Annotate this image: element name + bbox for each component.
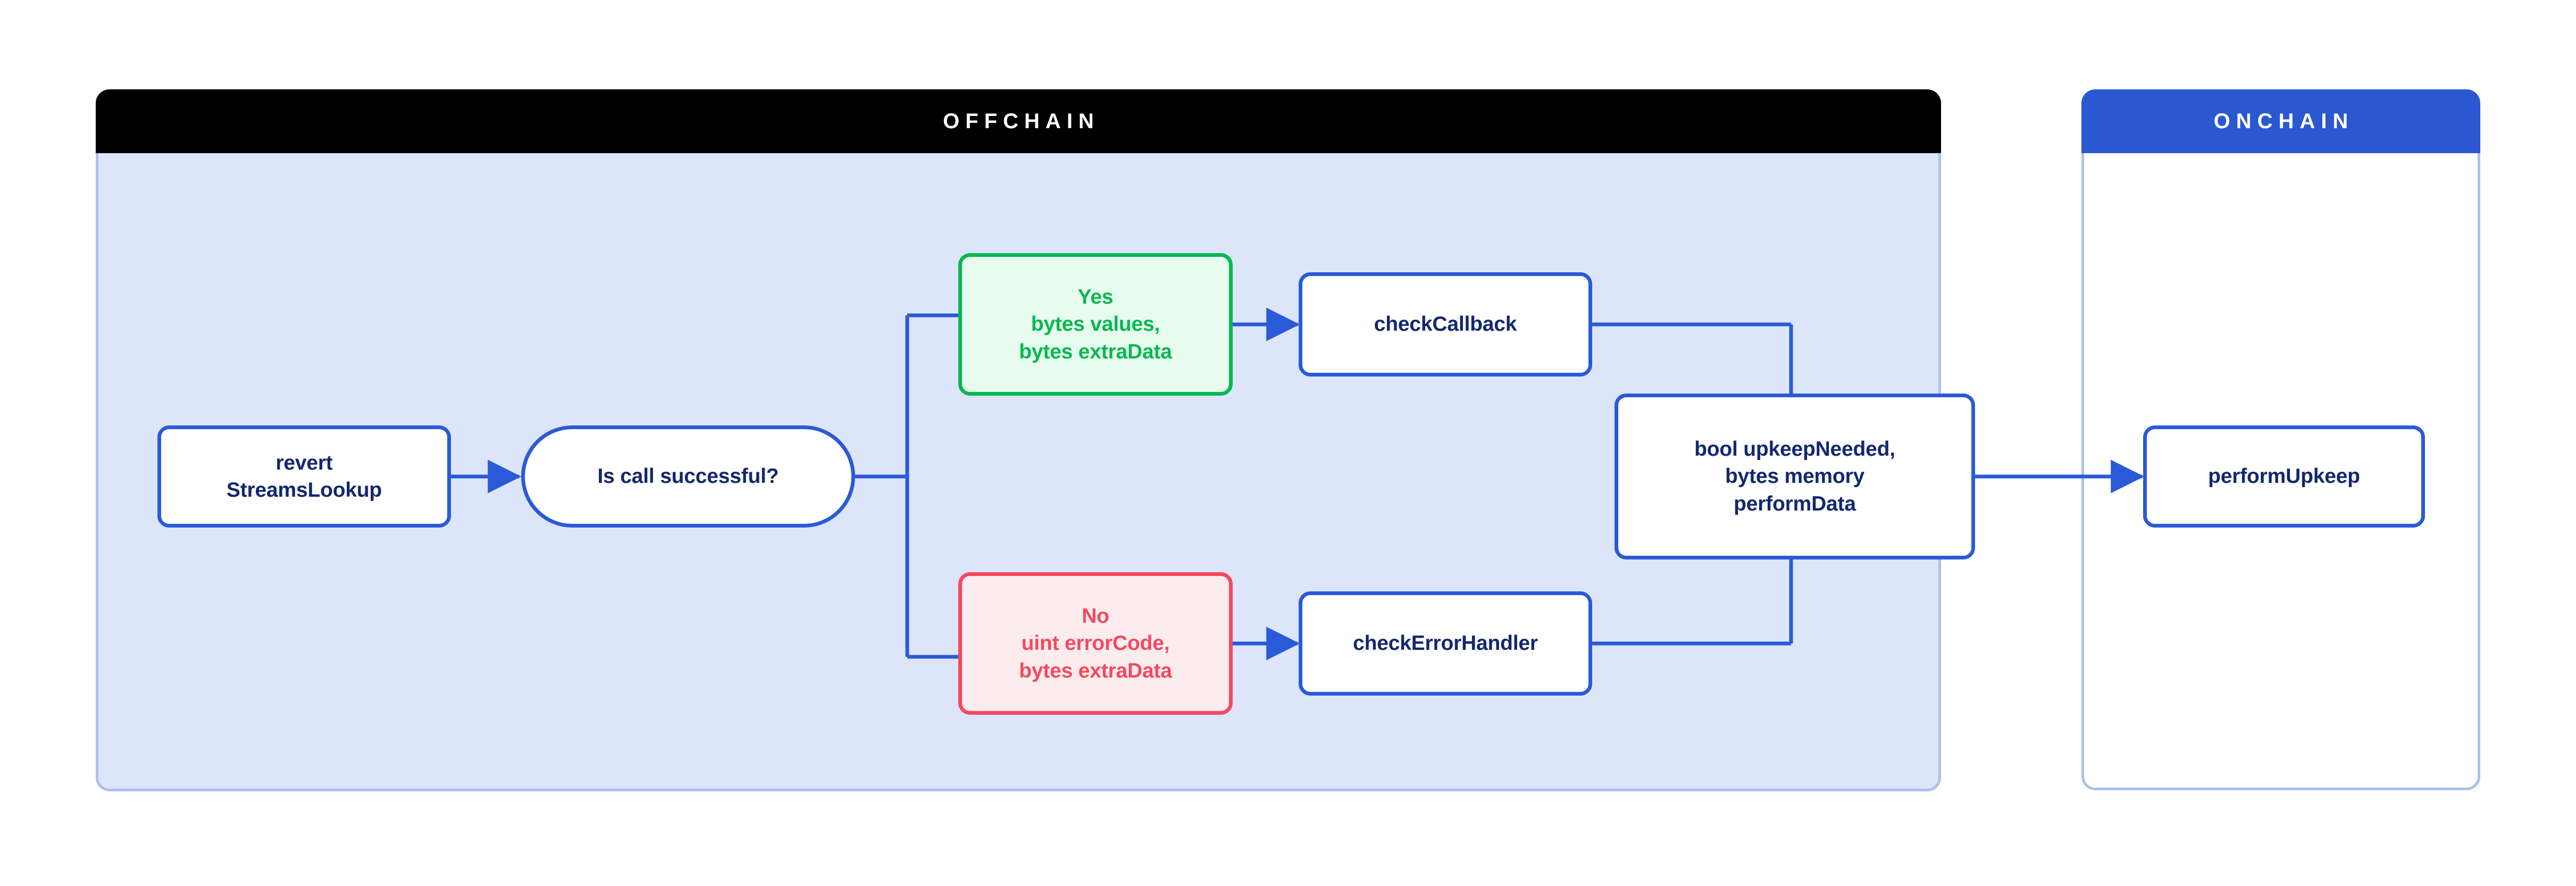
node-revert-line2: StreamsLookup — [226, 479, 382, 501]
node-revert-text: revert StreamsLookup — [227, 449, 382, 504]
node-no-line2: uint errorCode, — [1021, 632, 1170, 655]
node-bool-line2: bytes memory — [1725, 465, 1865, 488]
node-checkerrorhandler[interactable]: checkErrorHandler — [1299, 591, 1592, 696]
node-bool-line1: bool upkeepNeeded, — [1694, 437, 1895, 461]
onchain-panel-header: ONCHAIN — [2081, 89, 2480, 153]
node-no-text: No uint errorCode, bytes extraData — [1019, 603, 1172, 684]
node-checkcallback[interactable]: checkCallback — [1299, 272, 1592, 377]
node-yes-text: Yes bytes values, bytes extraData — [1019, 283, 1172, 365]
node-bool-upkeepneeded[interactable]: bool upkeepNeeded, bytes memory performD… — [1615, 394, 1975, 559]
node-revert-line1: revert — [275, 451, 333, 474]
node-checkcallback-label: checkCallback — [1374, 313, 1517, 336]
node-is-call-successful[interactable]: Is call successful? — [521, 425, 855, 528]
onchain-panel-title: ONCHAIN — [2213, 109, 2354, 133]
node-bool-line3: performData — [1734, 492, 1856, 515]
node-yes-line1: Yes — [1077, 285, 1114, 308]
node-yes-line2: bytes values, — [1031, 313, 1160, 336]
offchain-panel-header: OFFCHAIN — [96, 89, 1941, 153]
node-no-line1: No — [1082, 604, 1109, 628]
offchain-panel-title: OFFCHAIN — [943, 109, 1100, 133]
node-performupkeep-label: performUpkeep — [2208, 465, 2360, 488]
node-revert-streamslookup[interactable]: revert StreamsLookup — [157, 425, 451, 528]
node-yes-line3: bytes extraData — [1019, 340, 1172, 363]
node-checkerrorhandler-label: checkErrorHandler — [1353, 632, 1538, 655]
node-yes-branch[interactable]: Yes bytes values, bytes extraData — [958, 253, 1233, 396]
node-decision-label: Is call successful? — [597, 465, 779, 488]
node-performupkeep[interactable]: performUpkeep — [2143, 425, 2425, 528]
node-no-branch[interactable]: No uint errorCode, bytes extraData — [958, 572, 1233, 715]
node-no-line3: bytes extraData — [1019, 659, 1172, 682]
node-bool-text: bool upkeepNeeded, bytes memory performD… — [1694, 436, 1895, 517]
